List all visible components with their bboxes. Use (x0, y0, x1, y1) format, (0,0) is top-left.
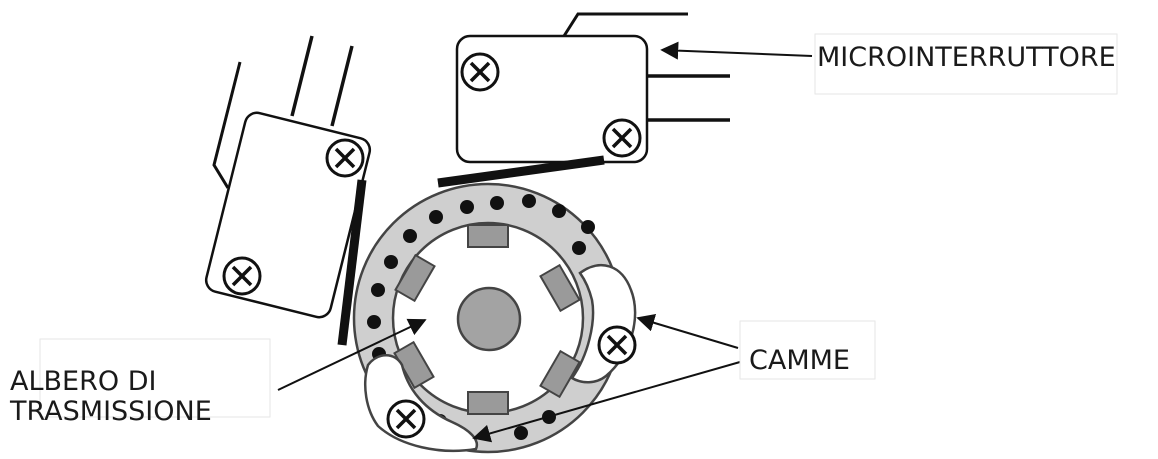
arrow-to-shaft (277, 318, 427, 391)
top-switch-wire (562, 12, 688, 37)
cam-pads (393, 224, 581, 415)
screw-cross-icon (597, 325, 637, 365)
screw-cross-icon (602, 118, 642, 158)
screw-cross-icon (222, 256, 262, 296)
label-cams: CAMME (749, 345, 850, 376)
top-microswitch (437, 12, 730, 188)
top-switch-body (455, 34, 649, 164)
arrow-to-lower-cam (472, 361, 741, 443)
left-switch-wire-1 (212, 61, 242, 189)
label-microswitch: MICROINTERRUTTORE (817, 42, 1116, 73)
label-shaft-line-2: TRASMISSIONE (9, 396, 212, 427)
arrow-to-microswitch (660, 41, 813, 60)
screw-cross-icon (386, 399, 426, 439)
left-switch-lever (337, 179, 367, 346)
screw-cross-icon (460, 52, 500, 92)
left-microswitch (204, 35, 372, 346)
left-switch-wire-2 (290, 35, 314, 117)
label-shaft-line-1: ALBERO DI (10, 366, 156, 397)
left-switch-wire-3 (330, 45, 354, 127)
drive-shaft (456, 286, 522, 352)
arrow-to-right-cam (636, 314, 739, 349)
screw-cross-icon (325, 138, 365, 178)
top-switch-lever (437, 155, 605, 188)
cam-wheel (352, 182, 637, 454)
